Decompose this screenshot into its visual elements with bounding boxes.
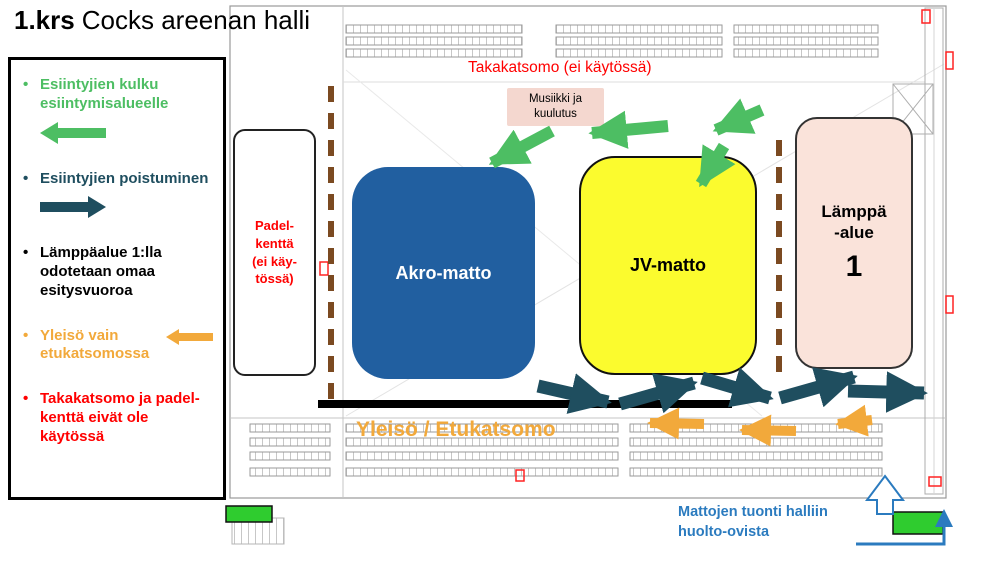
legend-label: Yleisö vain etukatsomossa [40,326,150,363]
warmup-label-line: Lämppä [821,202,887,221]
akro-mat-area: Akro-matto [352,167,535,379]
bullet-icon: • [23,169,29,187]
warmup-area-1: Lämppä -alue 1 [795,117,913,369]
legend-label: Esiintyjien kulku esiintymisalueelle [40,76,169,112]
jv-mat-area: JV-matto [579,156,757,375]
warmup-label-line: -alue [834,223,874,243]
padel-label-line: tössä) [255,271,294,287]
legend-item-closed-areas: • Takakatsomo ja padel-kenttä eivät ole … [23,390,215,446]
bullet-icon: • [23,244,29,262]
right-arrow-icon [40,196,215,219]
legend-item-performer-entry: • Esiintyjien kulku esiintymisalueelle [23,76,215,144]
warmup-number: 1 [845,249,863,283]
padel-court-closed: Padel- kenttä (ei käy- tössä) [233,129,316,376]
bullet-icon: • [23,390,29,407]
padel-label-line: Padel- [254,218,294,234]
music-announcement-box: Musiikki ja kuulutus [507,88,604,126]
front-bleachers [249,423,883,477]
padel-label-line: kenttä [255,235,294,251]
padel-label-line: (ei käy- [252,253,297,269]
legend-item-performer-exit: • Esiintyjien poistuminen [23,170,215,219]
left-arrow-icon [40,121,215,144]
bullet-icon: • [23,76,29,93]
bullet-icon: • [23,326,29,344]
emergency-exit-marks [319,9,954,487]
title-floor: 1.krs [14,5,75,35]
music-box-label: Musiikki ja kuulutus [528,93,583,120]
legend-label: Takakatsomo ja padel-kenttä eivät ole kä… [40,390,200,445]
legend-item-audience: • Yleisö vain etukatsomossa [23,327,215,365]
legend-label: Lämppäalue 1:lla odotetaan omaa esitysvu… [40,244,162,299]
closed-area-dashed-lines [328,86,782,402]
left-arrow-icon [166,328,213,345]
back-stand-label: Takakatsomo (ei käytössä) [468,59,652,76]
service-doors-label: Mattojen tuonti halliin huolto-ovista [678,504,828,540]
jv-mat-label: JV-matto [629,255,707,275]
legend-item-warmup-wait: • Lämppäalue 1:lla odotetaan omaa esitys… [23,244,215,300]
front-stand-label: Yleisö / Etukatsomo [356,418,556,441]
title-hall-name: Cocks areenan halli [81,5,311,35]
akro-mat-label: Akro-matto [395,262,492,283]
legend-panel: • Esiintyjien kulku esiintymisalueelle •… [8,57,226,500]
legend-label: Esiintyjien poistuminen [40,169,209,187]
back-bleachers [345,24,879,58]
